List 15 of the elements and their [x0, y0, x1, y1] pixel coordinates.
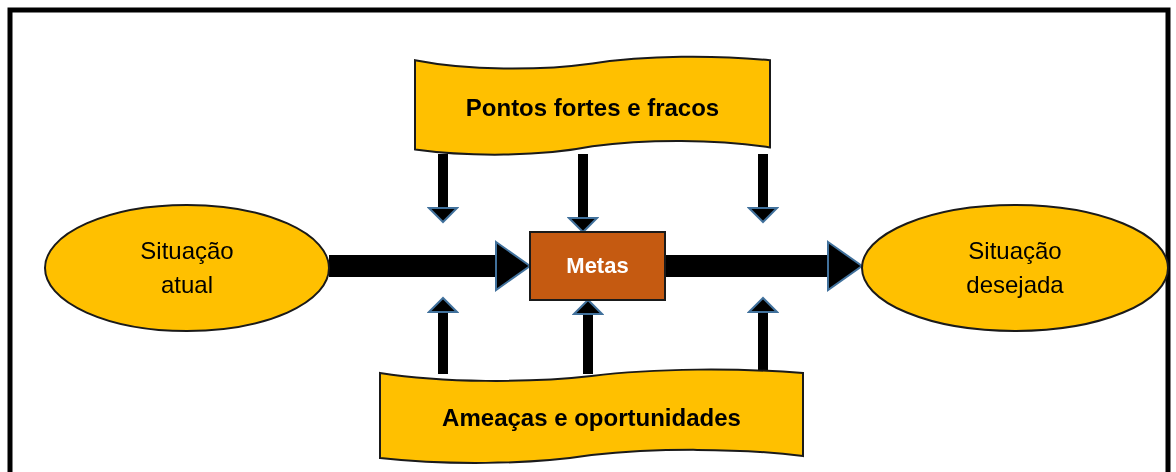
- block-arrow: [573, 299, 603, 374]
- node-label: Metas: [566, 251, 629, 280]
- node-label: Situação atual: [139, 236, 235, 300]
- node-label: Situação desejada: [965, 236, 1065, 300]
- goal-box: [530, 232, 665, 300]
- node-label: Pontos fortes e fracos: [465, 92, 720, 123]
- block-arrow: [665, 241, 863, 291]
- node-label: Ameaças e oportunidades: [442, 403, 741, 434]
- block-arrow: [329, 241, 531, 291]
- block-arrow: [428, 297, 458, 374]
- block-arrow: [748, 154, 778, 223]
- ellipse-node: [862, 205, 1168, 331]
- block-arrow: [568, 154, 598, 233]
- block-arrow: [428, 154, 458, 223]
- ellipse-node: [45, 205, 329, 331]
